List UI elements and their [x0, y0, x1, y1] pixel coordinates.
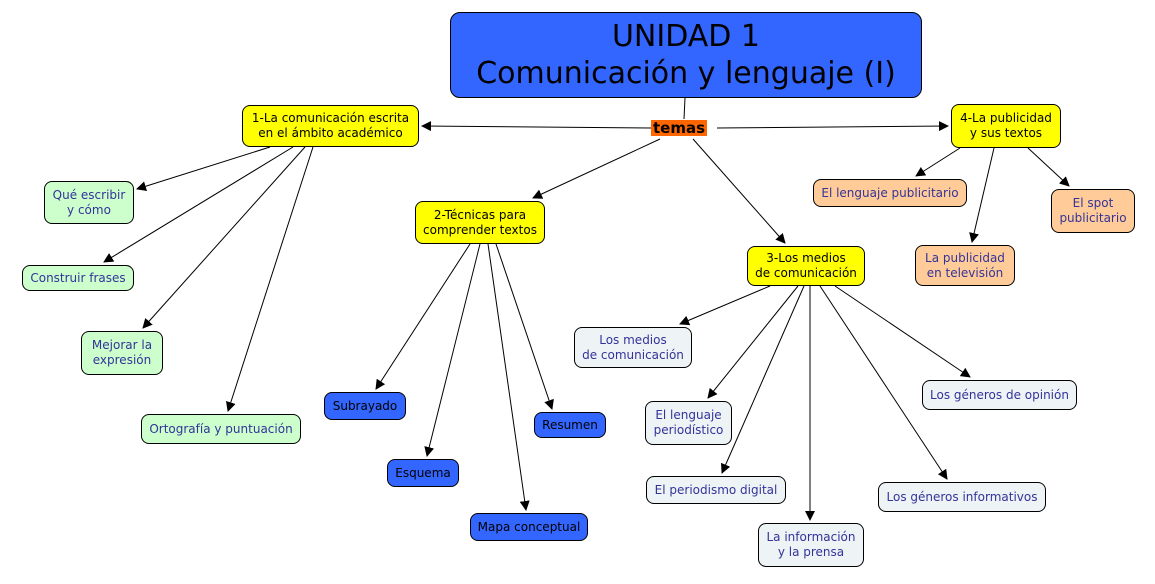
link-label-temas: temas — [651, 119, 708, 137]
edge-topic4-lenguaje-pub — [915, 147, 961, 177]
edge-temas-topic-3 — [692, 138, 786, 244]
subtopic-publicidad-television[interactable]: La publicidad en televisión — [915, 245, 1015, 286]
subtopic-que-escribir[interactable]: Qué escribir y cómo — [44, 181, 134, 224]
edge-topic4-television — [969, 147, 995, 243]
topic-node-2[interactable]: 2-Técnicas para comprender textos — [415, 201, 545, 244]
edge-topic3-informativos — [819, 285, 948, 480]
edge-topic1-ortografia — [225, 146, 314, 412]
topic-node-4[interactable]: 4-La publicidad y sus textos — [951, 104, 1061, 148]
subtopic-esquema[interactable]: Esquema — [387, 459, 459, 487]
edge-topic1-construir — [103, 146, 294, 263]
edge-temas-topic-2 — [532, 138, 661, 199]
subtopic-los-medios[interactable]: Los medios de comunicación — [574, 327, 692, 368]
subtopic-informacion-prensa[interactable]: La información y la prensa — [758, 523, 864, 567]
edge-topic2-resumen — [495, 243, 554, 410]
subtopic-construir-frases[interactable]: Construir frases — [22, 265, 134, 291]
topic-node-1[interactable]: 1-La comunicación escrita en el ámbito a… — [242, 105, 419, 147]
edge-topic3-los-medios — [679, 285, 771, 326]
edge-topic2-mapa — [487, 243, 530, 511]
edge-topic4-spot — [1027, 147, 1070, 187]
edge-topic2-subrayado — [375, 243, 471, 390]
subtopic-generos-opinion[interactable]: Los géneros de opinión — [922, 380, 1077, 410]
edge-topic2-esquema — [424, 243, 481, 457]
edge-topic3-digital — [721, 285, 805, 474]
subtopic-resumen[interactable]: Resumen — [534, 412, 606, 438]
edge-topic1-que-escribir — [136, 146, 271, 192]
subtopic-lenguaje-publicitario[interactable]: El lenguaje publicitario — [813, 179, 967, 207]
subtopic-subrayado[interactable]: Subrayado — [324, 392, 406, 420]
topic-node-3[interactable]: 3-Los medios de comunicación — [747, 246, 865, 286]
edge-topic3-opinion — [834, 285, 971, 378]
edge-topic3-lenguaje — [707, 285, 799, 399]
title-line-1: UNIDAD 1 — [611, 19, 761, 54]
subtopic-mapa-conceptual[interactable]: Mapa conceptual — [470, 513, 588, 541]
subtopic-ortografia[interactable]: Ortografía y puntuación — [141, 414, 301, 444]
subtopic-periodismo-digital[interactable]: El periodismo digital — [646, 476, 786, 504]
main-title-node[interactable]: UNIDAD 1 Comunicación y lenguaje (I) — [450, 12, 922, 98]
subtopic-mejorar-expresion[interactable]: Mejorar la expresión — [81, 331, 163, 375]
edge-topic1-mejorar — [142, 146, 306, 329]
edge-title-temas — [683, 97, 686, 120]
edge-temas-topic-1 — [421, 121, 652, 132]
title-line-2: Comunicación y lenguaje (I) — [476, 56, 896, 91]
subtopic-spot-publicitario[interactable]: El spot publicitario — [1051, 189, 1135, 233]
subtopic-generos-informativos[interactable]: Los géneros informativos — [878, 482, 1046, 512]
edge-temas-topic-4 — [716, 121, 949, 132]
subtopic-lenguaje-periodistico[interactable]: El lenguaje periodístico — [645, 401, 732, 445]
